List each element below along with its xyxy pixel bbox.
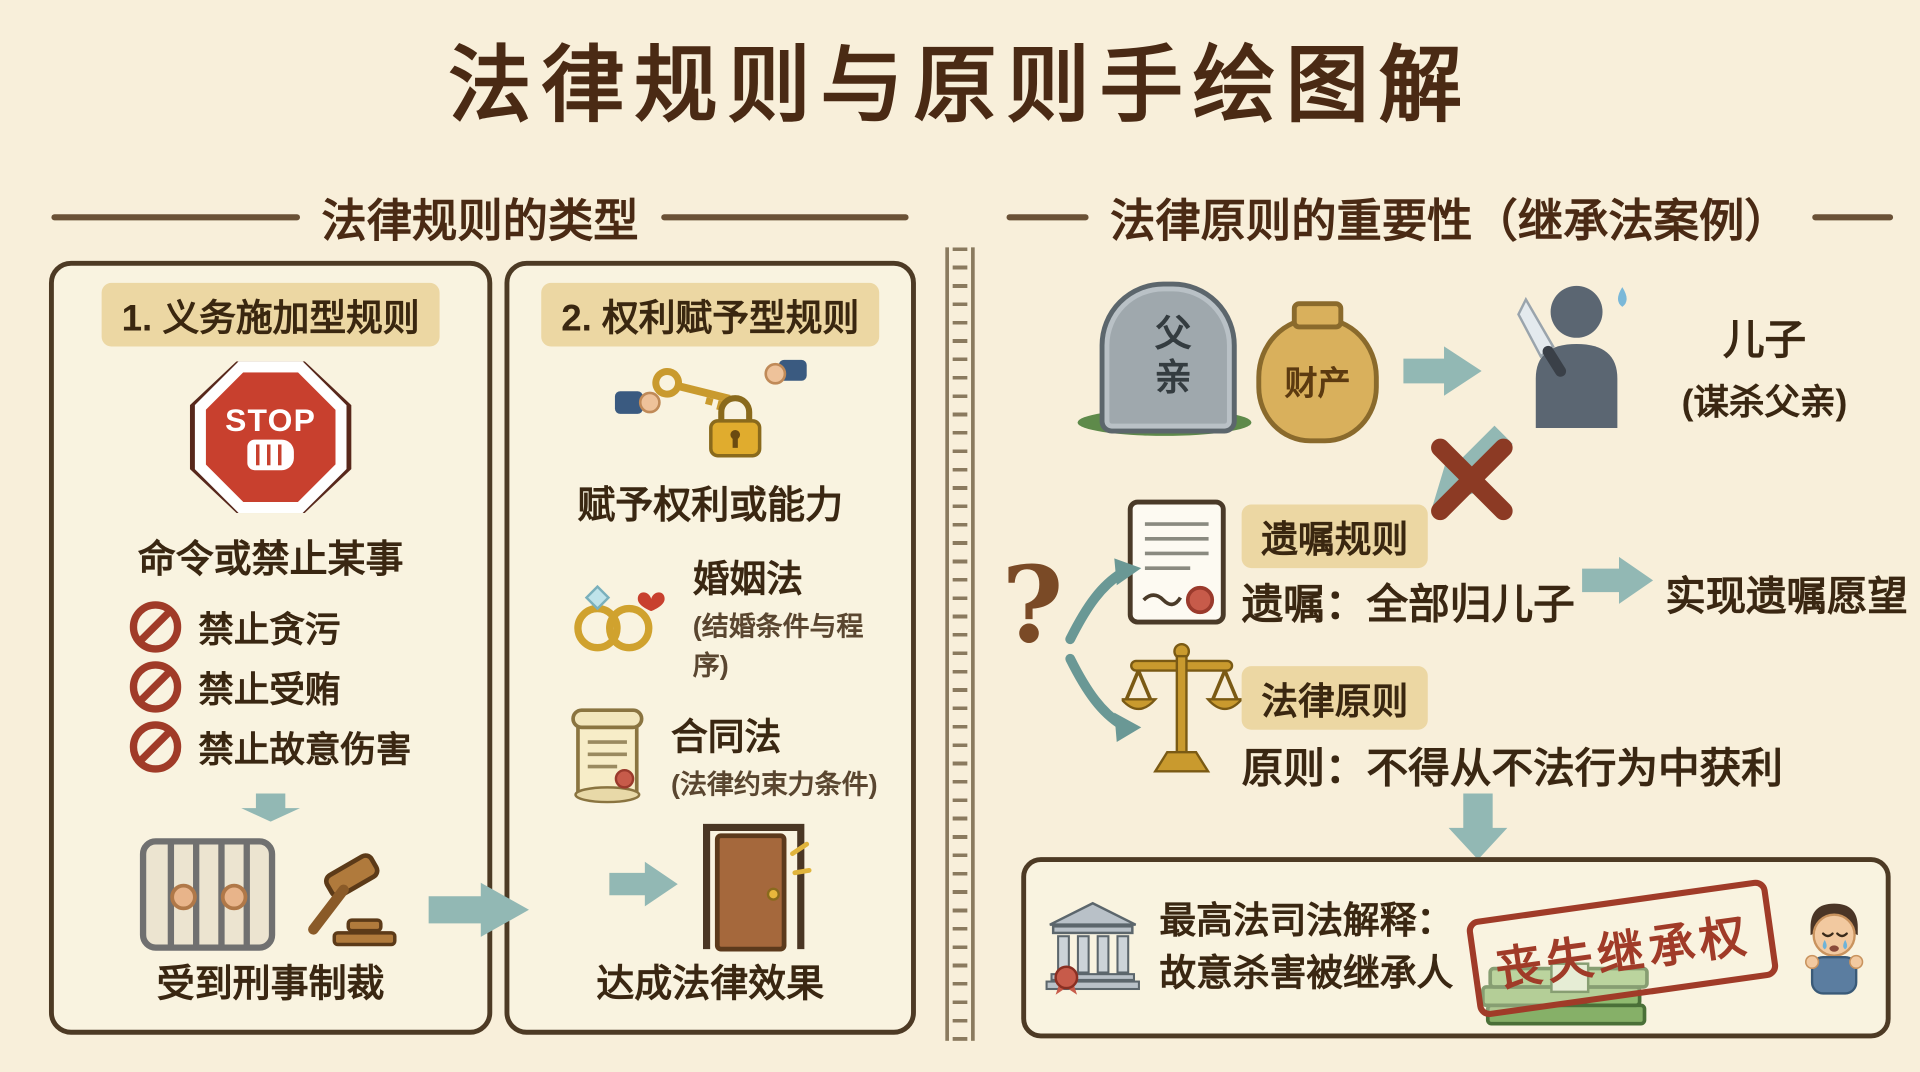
murderer-figure-icon xyxy=(1517,285,1627,429)
tombstone-icon: 父亲 xyxy=(1099,281,1237,434)
stamp-area: 丧失继承权 xyxy=(1464,877,1780,1025)
right-arrow-icon xyxy=(1403,346,1482,396)
obligation-result-label: 受到刑事制裁 xyxy=(156,962,385,1006)
will-outcome-text: 实现遗嘱愿望 xyxy=(1665,573,1908,619)
money-stack-icon xyxy=(1480,961,1649,1025)
disinheritance-stamp: 丧失继承权 xyxy=(1464,877,1780,1019)
scales-of-justice-icon xyxy=(1121,642,1242,773)
branch-arrows-icon xyxy=(1065,558,1142,743)
key-lock-illustration xyxy=(614,359,807,458)
contract-scroll-icon xyxy=(571,708,644,804)
prohibition-icon xyxy=(129,601,182,653)
prohibition-icon xyxy=(129,661,182,713)
money-bag-label: 财产 xyxy=(1284,364,1351,402)
prohibition-list: 禁止贪污 禁止受贿 禁止故意伤害 xyxy=(66,593,475,782)
decorative-line xyxy=(1006,213,1088,220)
stop-sign-icon: STOP xyxy=(189,361,352,514)
will-rule-text: 遗嘱：全部归儿子 xyxy=(1241,581,1575,629)
punishment-illustration xyxy=(137,836,404,952)
tombstone-label: 父亲 xyxy=(1148,313,1189,402)
rights-rules-box: 2. 权利赋予型规则 赋予权利或能力 xyxy=(504,260,916,1035)
obligation-rules-badge: 1. 义务施加型规则 xyxy=(102,282,440,347)
son-subtitle: (谋杀父亲) xyxy=(1681,383,1848,423)
decorative-line xyxy=(660,213,909,220)
law-subtitle: (结婚条件与程序) xyxy=(692,611,864,681)
law-subtitle: (法律约束力条件) xyxy=(671,768,878,800)
conclusion-box: 最高法司法解释： 故意杀害被继承人 丧失继承权 xyxy=(1021,857,1891,1039)
court-interpretation-text: 最高法司法解释： 故意杀害被继承人 xyxy=(1159,894,1453,1001)
obligation-description: 命令或禁止某事 xyxy=(137,537,404,581)
door-icon xyxy=(702,823,811,952)
right-arrow-icon xyxy=(609,861,678,907)
jail-icon xyxy=(139,838,276,951)
right-section-title: 法律原则的重要性（继承法案例） xyxy=(1110,195,1790,247)
decorative-divider xyxy=(945,247,975,1041)
down-arrow-icon xyxy=(1448,793,1508,860)
rights-rules-badge: 2. 权利赋予型规则 xyxy=(541,282,879,347)
decorative-line xyxy=(51,213,300,220)
list-item: 禁止贪污 xyxy=(66,601,475,653)
right-arrow-icon xyxy=(1582,556,1654,604)
right-section-header: 法律原则的重要性（继承法案例） xyxy=(1006,184,1894,250)
son-label: 儿子 (谋杀父亲) xyxy=(1648,306,1881,425)
crossed-out-icon xyxy=(1423,431,1521,529)
fist-icon xyxy=(247,439,294,471)
prohibition-label: 禁止贪污 xyxy=(198,611,341,651)
prohibition-icon xyxy=(129,721,182,773)
rights-result-label: 达成法律效果 xyxy=(596,962,825,1006)
stop-sign-label: STOP xyxy=(225,401,317,439)
legal-effect-illustration xyxy=(609,816,811,953)
list-item: 合同法 (法律约束力条件) xyxy=(522,703,899,806)
obligation-rules-box: 1. 义务施加型规则 STOP 命令或禁止某事 禁止贪污 禁止受贿 禁止故意伤 xyxy=(48,260,493,1035)
will-rule-badge: 遗嘱规则 xyxy=(1241,504,1428,569)
list-item: 婚姻法 (结婚条件与程序) xyxy=(522,549,899,684)
rights-description: 赋予权利或能力 xyxy=(577,483,844,527)
left-section-header: 法律规则的类型 xyxy=(51,184,909,250)
son-title: 儿子 xyxy=(1722,317,1807,364)
prohibition-label: 禁止故意伤害 xyxy=(198,731,412,771)
legal-principle-badge: 法律原则 xyxy=(1241,666,1428,730)
list-item: 禁止故意伤害 xyxy=(66,721,475,773)
prohibition-label: 禁止受贿 xyxy=(198,671,341,711)
gavel-icon xyxy=(308,853,397,947)
interpretation-line-2: 故意杀害被继承人 xyxy=(1159,953,1454,995)
crying-boy-icon xyxy=(1804,903,1864,995)
wedding-rings-icon xyxy=(574,584,665,652)
interpretation-line-1: 最高法司法解释： xyxy=(1159,900,1454,942)
down-arrow-icon xyxy=(241,793,301,822)
courthouse-icon xyxy=(1045,901,1140,995)
list-item: 禁止受贿 xyxy=(66,661,475,713)
question-mark: ? xyxy=(1001,543,1064,668)
page-title: 法律规则与原则手绘图解 xyxy=(448,36,1472,135)
money-bag-icon: 财产 xyxy=(1256,315,1379,444)
law-title: 婚姻法 xyxy=(692,559,803,601)
legal-principle-text: 原则：不得从不法行为中获利 xyxy=(1241,745,1783,793)
left-section-title: 法律规则的类型 xyxy=(321,195,639,247)
law-title: 合同法 xyxy=(671,717,782,758)
will-document-icon xyxy=(1127,499,1226,625)
decorative-line xyxy=(1811,213,1894,220)
